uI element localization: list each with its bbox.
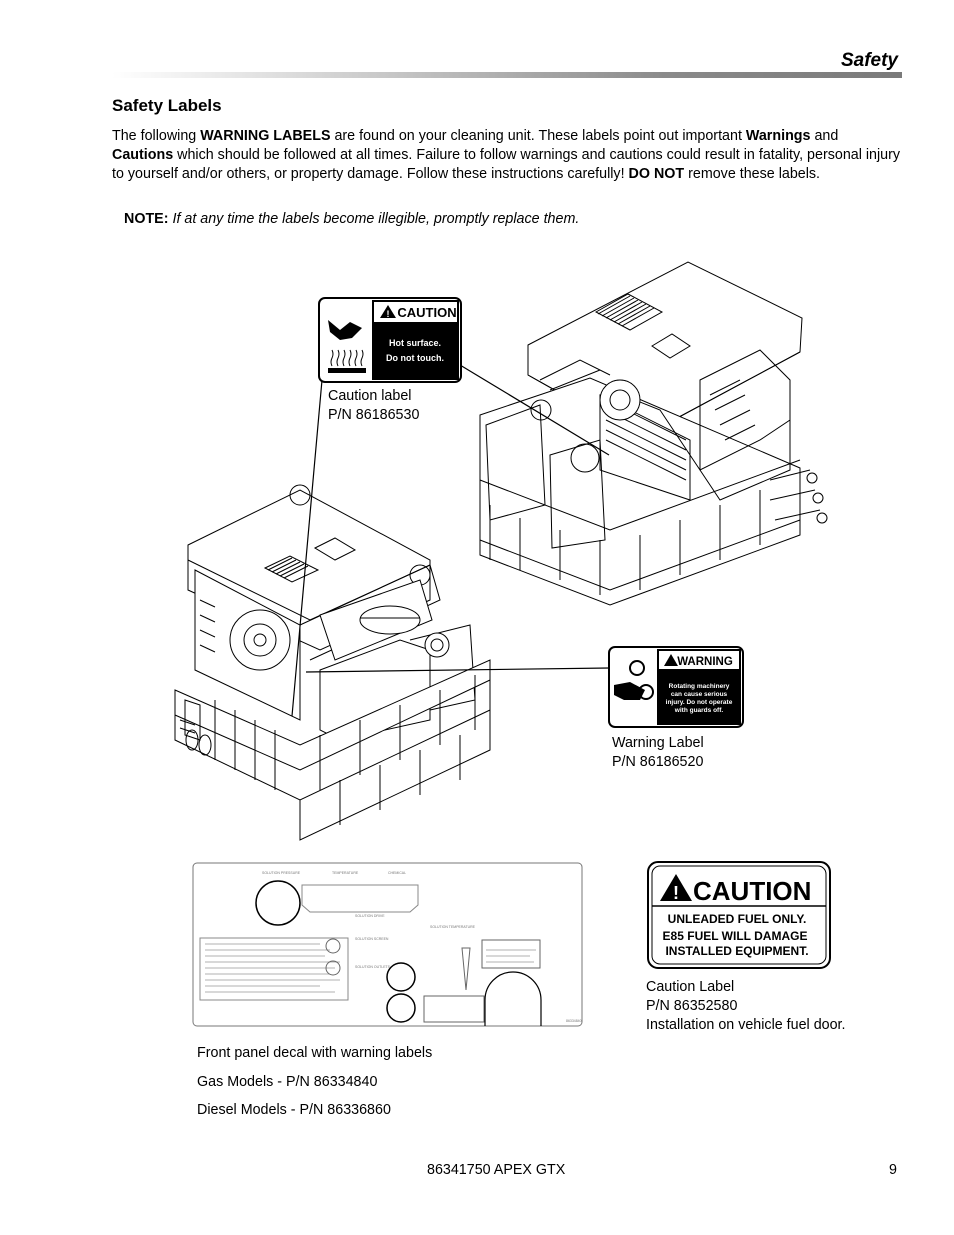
svg-text:injury. Do not operate: injury. Do not operate	[666, 699, 733, 706]
page-number: 9	[889, 1162, 897, 1178]
hot-surface-caution-decal: ! CAUTION Hot surface. Do not touch.	[318, 297, 462, 383]
hand-icon	[328, 320, 362, 340]
svg-text:86334840: 86334840	[566, 1019, 582, 1023]
svg-text:Rotating machinery: Rotating machinery	[669, 683, 730, 690]
svg-text:SOLUTION SCREEN: SOLUTION SCREEN	[355, 937, 389, 941]
svg-text:!: !	[387, 309, 390, 319]
svg-text:SOLUTION TEMPERATURE: SOLUTION TEMPERATURE	[430, 925, 476, 929]
fuel-door-caution-decal: ! CAUTION UNLEADED FUEL ONLY. E85 FUEL W…	[647, 861, 831, 969]
svg-text:with guards off.: with guards off.	[674, 707, 724, 714]
svg-text:!: !	[673, 883, 679, 903]
svg-text:can cause serious: can cause serious	[671, 691, 728, 698]
rotating-machinery-warning-decal: WARNING Rotating machinery can cause ser…	[608, 646, 744, 728]
running-header: Safety	[840, 50, 898, 71]
hand-icon	[614, 682, 645, 700]
svg-text:SOLUTION OUTLETS: SOLUTION OUTLETS	[355, 965, 391, 969]
svg-text:CHEMICAL: CHEMICAL	[388, 871, 406, 875]
heat-icon	[330, 349, 364, 367]
svg-text:TEMPERATURE: TEMPERATURE	[332, 871, 359, 875]
front-panel-decal: SOLUTION PRESSURE TEMPERATURE CHEMICAL S…	[192, 862, 583, 1027]
front-unit-drawing	[174, 484, 491, 841]
fuel-caution-header: CAUTION	[693, 876, 811, 906]
rear-unit-drawing	[479, 261, 828, 606]
svg-text:Do not touch.: Do not touch.	[386, 353, 444, 363]
svg-text:INSTALLED EQUIPMENT.: INSTALLED EQUIPMENT.	[665, 944, 808, 958]
intro-paragraph: The following WARNING LABELS are found o…	[112, 128, 901, 182]
svg-text:SOLUTION DRIVE: SOLUTION DRIVE	[355, 914, 385, 918]
section-title: Safety Labels	[112, 96, 222, 115]
header-rule	[112, 72, 902, 78]
footer-doc-id: 86341750 APEX GTX	[427, 1162, 566, 1178]
svg-text:Hot surface.: Hot surface.	[389, 338, 441, 348]
svg-text:E85 FUEL WILL DAMAGE: E85 FUEL WILL DAMAGE	[663, 929, 808, 943]
warning-header: WARNING	[677, 656, 733, 668]
svg-text:UNLEADED FUEL ONLY.: UNLEADED FUEL ONLY.	[668, 912, 807, 926]
note: NOTE: If at any time the labels become i…	[124, 211, 580, 227]
caution-header: CAUTION	[397, 305, 456, 320]
svg-text:SOLUTION PRESSURE: SOLUTION PRESSURE	[262, 871, 301, 875]
